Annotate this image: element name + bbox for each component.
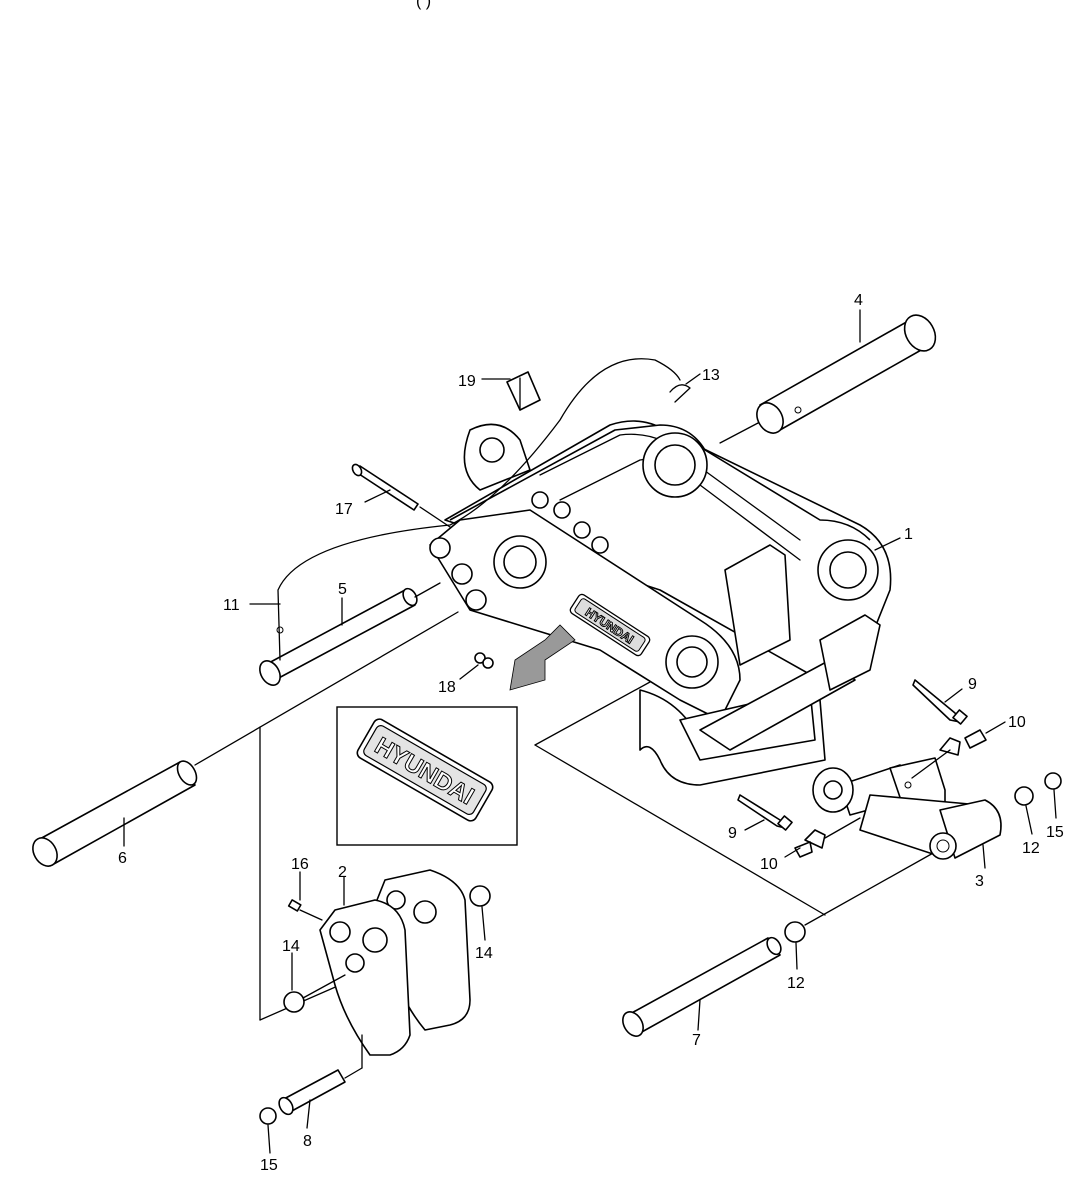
- callout-16: 16: [291, 856, 309, 873]
- callout-5: 5: [338, 581, 347, 598]
- coupler-frame: HYUNDAI: [429, 420, 892, 786]
- bolt-17: [355, 465, 419, 511]
- clip-19: [506, 371, 541, 411]
- callout-15-right: 15: [1046, 824, 1064, 841]
- callout-13: 13: [702, 367, 720, 384]
- callout-15-bottom: 15: [260, 1157, 278, 1174]
- callout-17: 17: [335, 501, 353, 518]
- callout-10-bottom: 10: [760, 856, 778, 873]
- callout-9-bottom: 9: [728, 825, 737, 842]
- leader-frame-jaw: [534, 681, 651, 746]
- callout-leaders: [123, 309, 1057, 1154]
- snap-ring-12b: [784, 921, 806, 943]
- callout-3: 3: [975, 873, 984, 890]
- callout-8: 8: [303, 1133, 312, 1150]
- callout-19: 19: [458, 373, 476, 390]
- callout-2: 2: [338, 864, 347, 881]
- hydraulic-cylinder-3: [812, 757, 1062, 860]
- callout-6: 6: [118, 850, 127, 867]
- r-pin-13: [669, 384, 691, 403]
- callout-9-top: 9: [968, 676, 977, 693]
- callout-11: 11: [223, 597, 240, 614]
- callout-14-right: 14: [475, 945, 493, 962]
- small-parts: [351, 371, 691, 669]
- bracket-2: [283, 869, 491, 1056]
- callout-12-right: 12: [1022, 840, 1040, 857]
- snap-ring-15b: [1044, 772, 1062, 790]
- nut-18a: [474, 652, 486, 664]
- snap-ring-14b: [469, 885, 491, 907]
- snap-ring-15a: [259, 1107, 277, 1125]
- pin-6: [32, 611, 459, 867]
- frame-logo-badge: HYUNDAI: [569, 593, 651, 657]
- callout-labels: 4 1 5 6 7 8 9 9 10 10 11 12 12 13 14 14 …: [118, 292, 1064, 1174]
- pin-5: [259, 582, 441, 686]
- callout-14-left: 14: [282, 938, 300, 955]
- callout-7: 7: [692, 1032, 701, 1049]
- leader-frame-pin7: [534, 744, 826, 916]
- callout-1: 1: [904, 526, 913, 543]
- fittings-9-10: [737, 679, 987, 858]
- lanyard-wire: [277, 358, 681, 661]
- header-fragment: ( ): [416, 0, 431, 10]
- pin-8: [259, 1034, 363, 1125]
- pin-7: [622, 851, 936, 1037]
- callout-18: 18: [438, 679, 456, 696]
- callout-12-bottom: 12: [787, 975, 805, 992]
- logo-inset-box: HYUNDAI: [336, 706, 518, 846]
- pin-4: [719, 314, 937, 444]
- grease-nipple-16: [287, 899, 302, 912]
- callout-4: 4: [854, 292, 863, 309]
- callout-10-top: 10: [1008, 714, 1026, 731]
- nut-18b: [482, 657, 494, 669]
- snap-ring-14a: [283, 991, 305, 1013]
- snap-ring-12a: [1014, 786, 1034, 806]
